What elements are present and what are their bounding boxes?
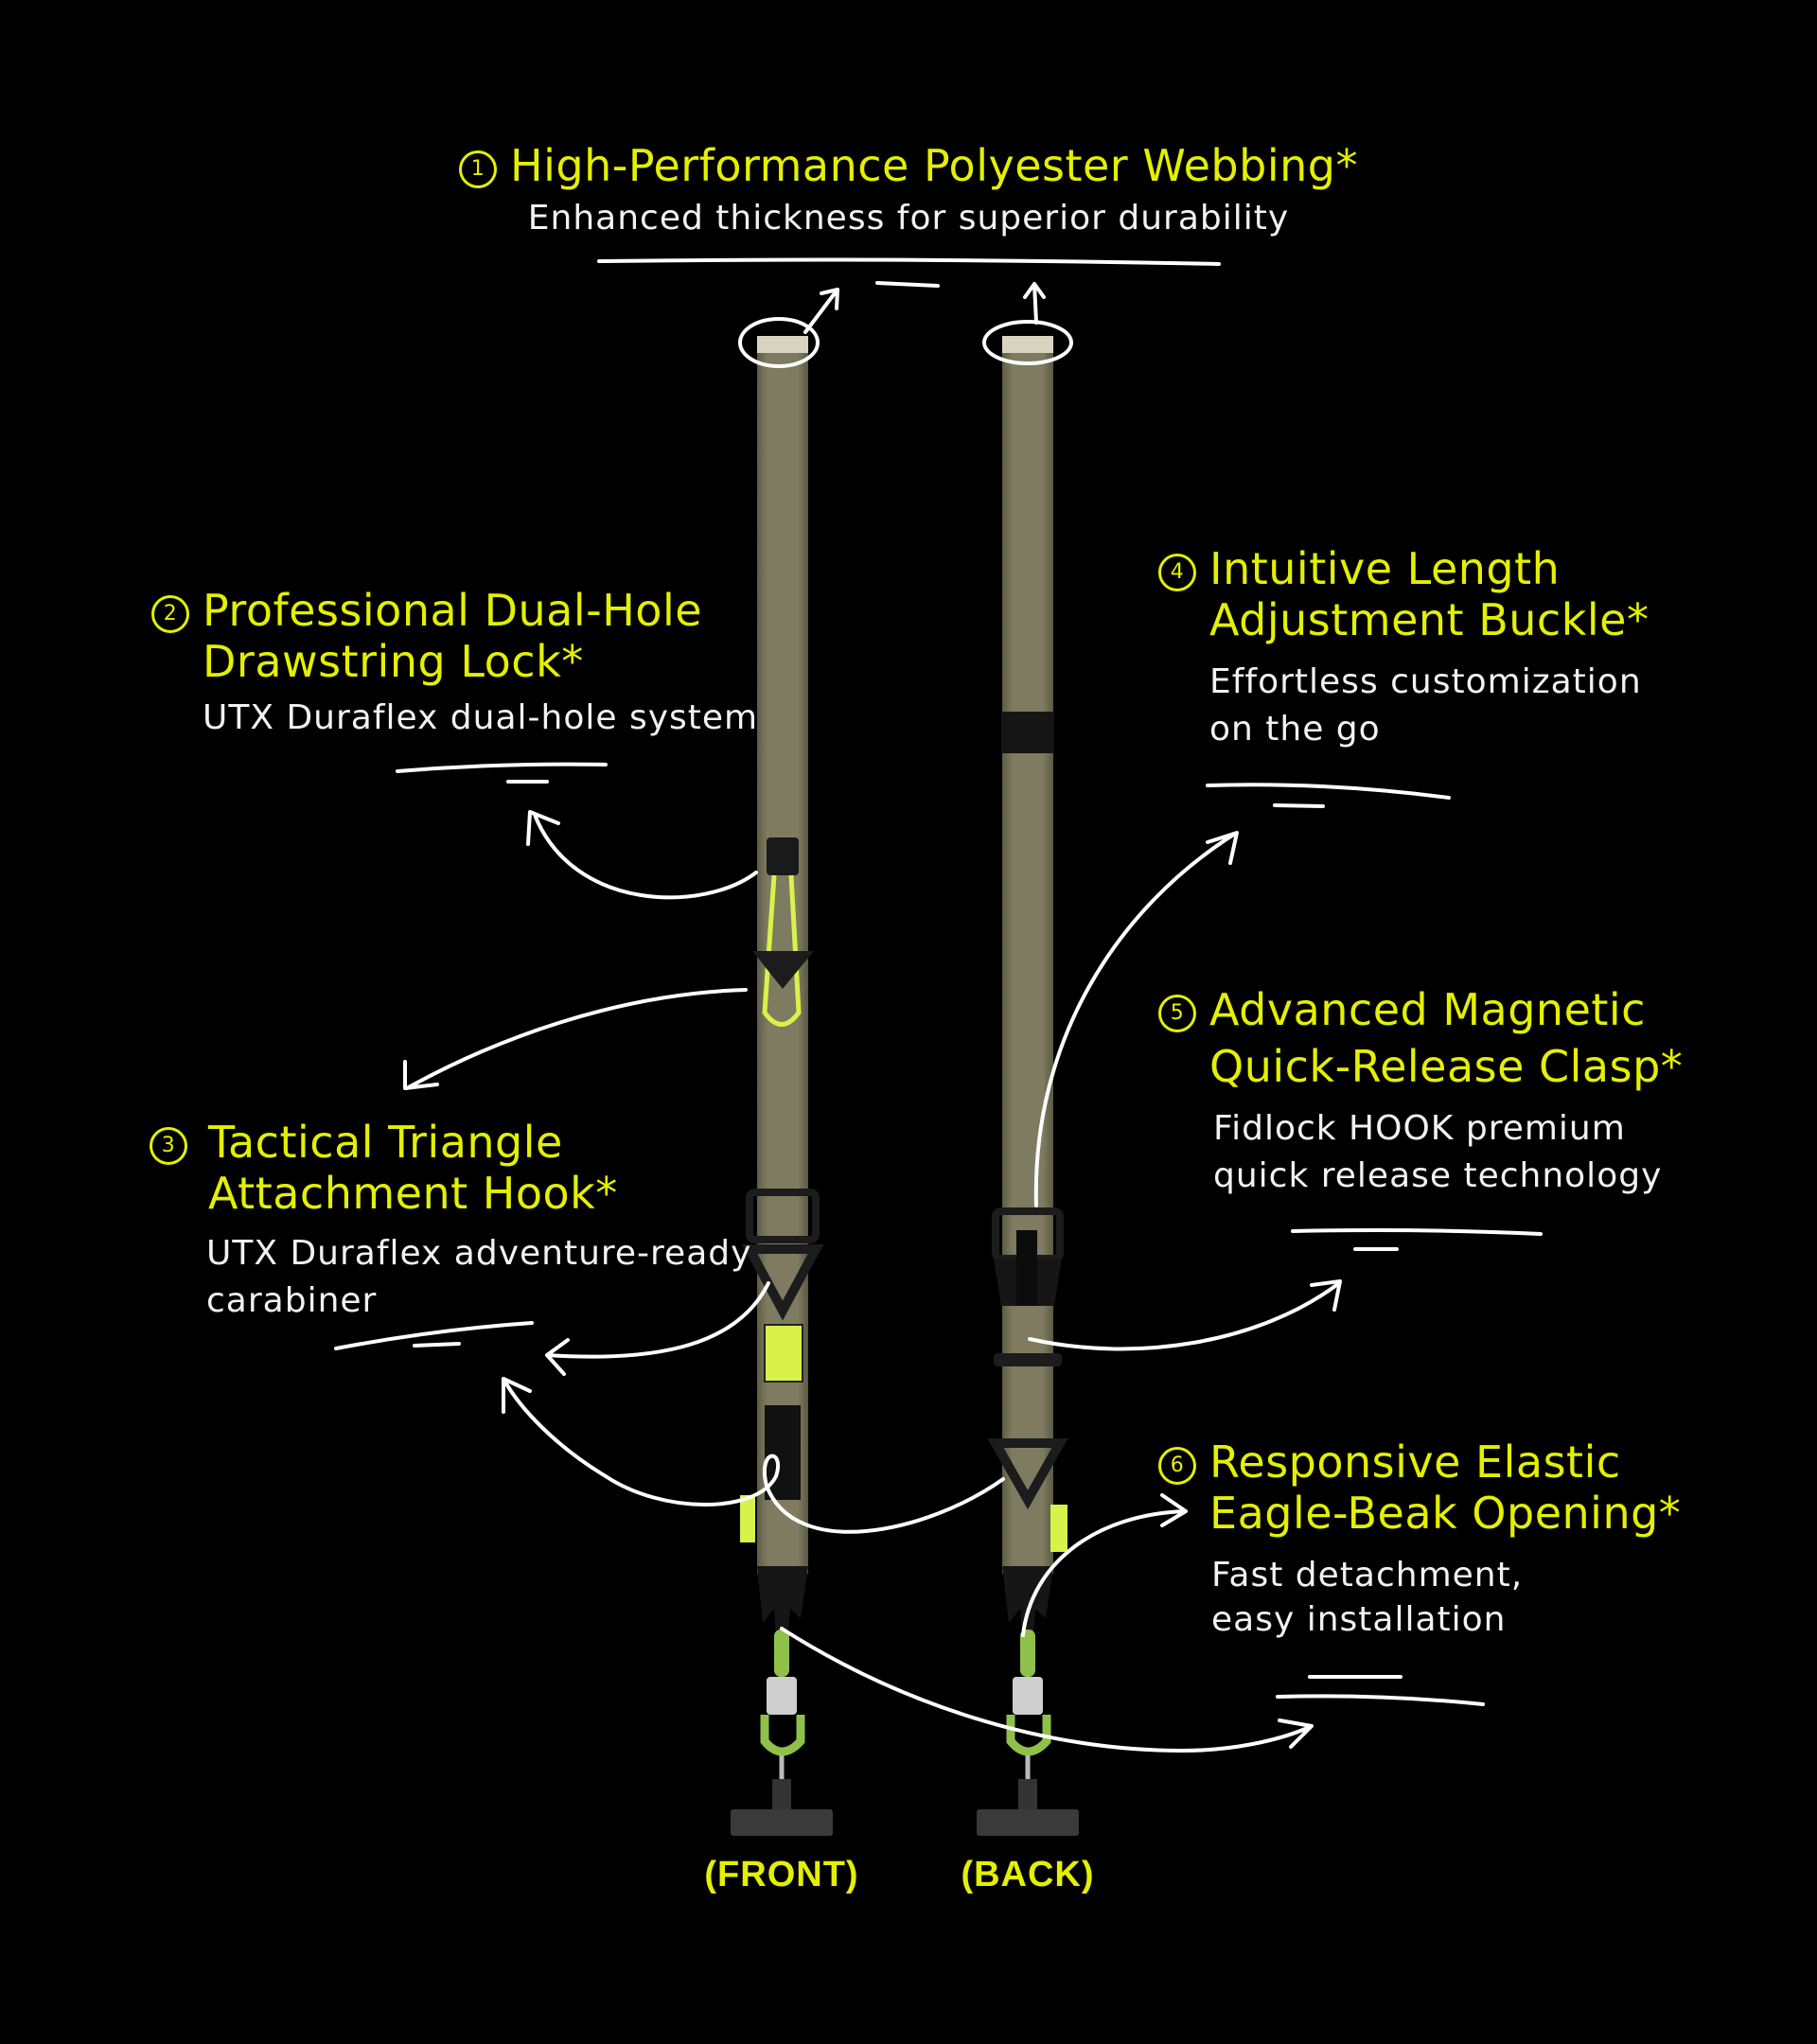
number-badge-2: 2 bbox=[151, 595, 189, 633]
feature-6-title-line-2: Eagle-Beak Opening* bbox=[1209, 1488, 1682, 1539]
number-badge-3: 3 bbox=[150, 1127, 187, 1165]
circle-front-top bbox=[738, 317, 820, 368]
back-view-label: (BACK) bbox=[961, 1855, 1095, 1894]
arrow-3c bbox=[502, 1377, 1005, 1534]
feature-5-description-line-1: Fidlock HOOK premium bbox=[1213, 1109, 1626, 1148]
drawstring-cord bbox=[762, 874, 802, 1027]
dash-4 bbox=[1273, 803, 1325, 808]
feature-4-description-line-2: on the go bbox=[1209, 710, 1381, 749]
arrow-3b bbox=[545, 1281, 770, 1376]
underline-3 bbox=[334, 1321, 534, 1350]
arrow-3a bbox=[403, 988, 748, 1090]
arrow-6a bbox=[1021, 1493, 1188, 1637]
back-triangle bbox=[987, 1438, 1068, 1510]
underline-1 bbox=[597, 257, 1221, 266]
underline-4 bbox=[1206, 783, 1451, 800]
number-badge-1: 1 bbox=[459, 150, 498, 188]
feature-3-description-line-2: carabiner bbox=[206, 1281, 378, 1320]
eagle-beak-clip bbox=[757, 1566, 808, 1637]
circle-back-top bbox=[982, 320, 1073, 365]
feature-4-description-line-1: Effortless customization bbox=[1209, 662, 1642, 701]
dash-1 bbox=[875, 281, 940, 288]
feature-3-description-line-1: UTX Duraflex adventure-ready bbox=[206, 1234, 752, 1273]
front-view-label: (FRONT) bbox=[704, 1855, 859, 1894]
feature-6-description-line-2: easy installation bbox=[1211, 1600, 1507, 1639]
feature-3-title-line-2: Attachment Hook* bbox=[208, 1168, 618, 1219]
underline-2 bbox=[396, 762, 608, 773]
feature-2-description: UTX Duraflex dual-hole system bbox=[203, 698, 759, 737]
arrow-back-top bbox=[1023, 282, 1046, 325]
arrow-2 bbox=[526, 810, 758, 900]
arrow-5 bbox=[1028, 1279, 1342, 1351]
arrow-4 bbox=[1033, 831, 1239, 1207]
drawstring-triangle bbox=[752, 951, 814, 989]
triangle-hook bbox=[741, 1244, 824, 1321]
dash-3 bbox=[413, 1342, 461, 1348]
underline-5 bbox=[1291, 1228, 1543, 1236]
number-badge-6: 6 bbox=[1158, 1447, 1196, 1485]
back-side-tag bbox=[1050, 1505, 1067, 1552]
feature-6-description-line-1: Fast detachment, bbox=[1211, 1556, 1524, 1595]
arrow-6b bbox=[780, 1627, 1314, 1753]
feature-2-title-line-2: Drawstring Lock* bbox=[203, 636, 584, 687]
brand-patch bbox=[764, 1324, 803, 1383]
swivel-link bbox=[774, 1630, 789, 1677]
front-strap bbox=[731, 336, 833, 1836]
number-badge-4: 4 bbox=[1158, 554, 1196, 591]
length-buckle bbox=[1001, 712, 1054, 753]
drawstring-lock bbox=[767, 837, 799, 875]
phone-tether-card bbox=[731, 1809, 833, 1836]
front-adjuster bbox=[746, 1189, 820, 1243]
feature-5-description-line-2: quick release technology bbox=[1213, 1156, 1663, 1195]
side-tag bbox=[740, 1495, 755, 1542]
underline-6 bbox=[1276, 1694, 1485, 1706]
feature-1-description: Enhanced thickness for superior durabili… bbox=[527, 199, 1290, 238]
arrow-front-top bbox=[803, 288, 839, 334]
feature-4-title-line-2: Adjustment Buckle* bbox=[1209, 594, 1649, 645]
feature-5-title-line-2: Quick-Release Clasp* bbox=[1209, 1041, 1684, 1092]
number-badge-5: 5 bbox=[1158, 995, 1196, 1032]
